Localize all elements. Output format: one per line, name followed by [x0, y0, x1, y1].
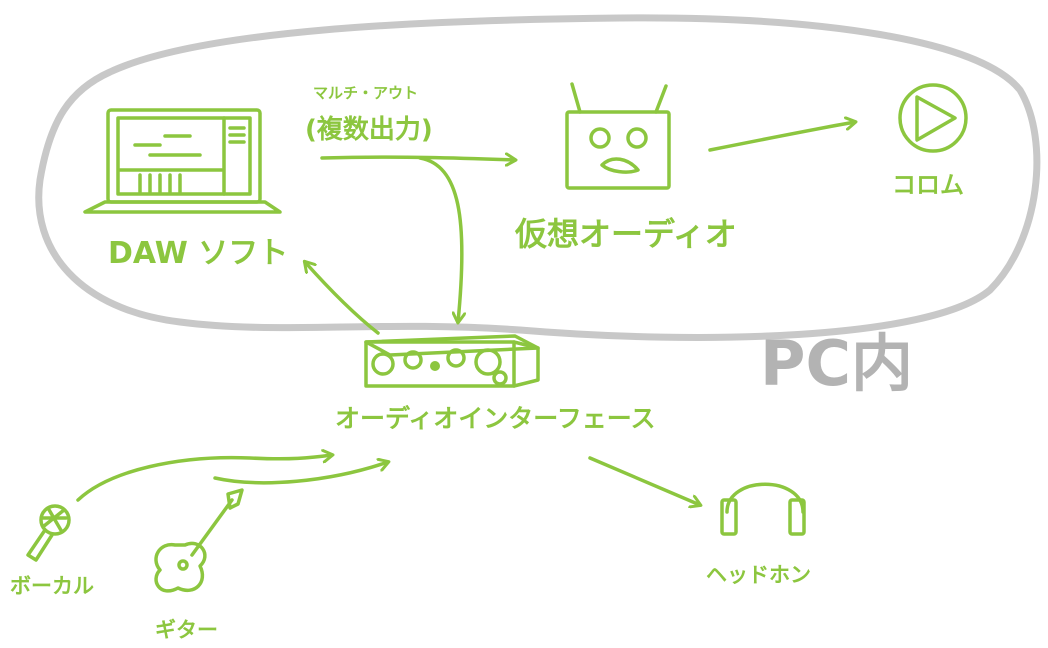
arrow-vocal-to-interface — [76, 455, 332, 502]
arrow-interface-to-daw — [305, 262, 380, 335]
arrow-interface-to-headphones — [588, 456, 700, 505]
arrow-guitar-to-interface — [213, 462, 388, 485]
virtual-audio-label: 仮想オーディオ — [514, 215, 737, 253]
multi-out-main-label: (複数出力) — [305, 114, 433, 145]
audio-interface-icon — [364, 334, 540, 388]
microphone-icon — [26, 504, 71, 562]
pc-label: PC内 — [760, 327, 913, 400]
audio-interface-label: オーディオインターフェース — [335, 404, 656, 433]
multi-out-sub-label: マルチ・アウト — [313, 84, 418, 102]
guitar-icon — [154, 488, 244, 593]
robot-icon — [565, 82, 671, 190]
headphone-label: ヘッドホン — [706, 563, 811, 587]
arrow-daw-to-interface — [418, 156, 462, 322]
play-icon — [898, 83, 968, 153]
arrow-daw-to-virtual-audio — [320, 157, 515, 160]
headphones-icon — [720, 482, 806, 536]
guitar-label: ギター — [155, 618, 218, 642]
pc-boundary — [35, 14, 1041, 341]
arrow-virtual-audio-to-kolom — [708, 122, 855, 152]
laptop-icon — [83, 108, 282, 214]
vocal-label: ボーカル — [10, 574, 94, 598]
kolom-label: コロム — [892, 171, 964, 199]
daw-label: DAW ソフト — [108, 236, 288, 271]
